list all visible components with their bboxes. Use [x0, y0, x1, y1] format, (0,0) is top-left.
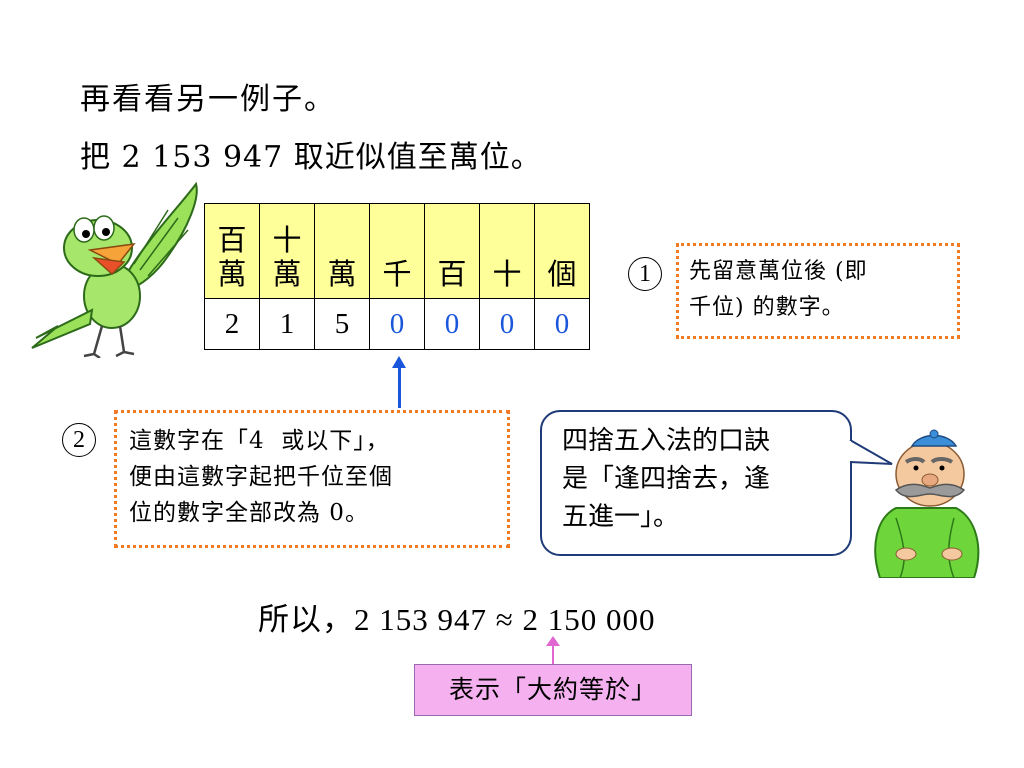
speech-line-3: 五進一」。	[562, 502, 680, 532]
table-value-row: 2 1 5 0 0 0 0	[204, 298, 590, 350]
speech-tail-icon	[848, 439, 893, 465]
step-2-line-1: 這數字在「4 或以下」，	[129, 428, 390, 454]
header-bottom: 千	[382, 259, 412, 291]
header-cell: 百	[424, 203, 480, 299]
blue-arrow-shaft	[398, 362, 401, 408]
old-man-illustration	[874, 429, 980, 578]
result-line: 所以，2 153 947 ≈ 2 150 000	[258, 594, 656, 639]
header-bottom: 萬	[327, 259, 357, 291]
table-header-row: 百萬 十萬 萬 千 百 十 個	[204, 203, 590, 299]
header-cell: 百萬	[204, 203, 260, 299]
step-2-line-3: 位的數字全部改為 0。	[129, 500, 369, 526]
header-bottom: 萬	[217, 259, 247, 291]
header-cell: 十萬	[259, 203, 315, 299]
header-cell: 萬	[314, 203, 370, 299]
intro-line-2: 把 2 153 947 取近似值至萬位。	[80, 140, 542, 175]
speech-line-2: 是「逢四捨去，逢	[562, 464, 771, 494]
step-1-line-2: 千位) 的數字。	[689, 295, 845, 320]
header-bottom: 個	[547, 259, 577, 291]
step-2-line-2: 便由這數字起把千位至個	[129, 464, 393, 490]
digit-cell: 0	[369, 298, 425, 350]
header-bottom: 百	[437, 259, 467, 291]
header-cell: 個	[534, 203, 590, 299]
place-value-table: 百萬 十萬 萬 千 百 十 個 2 1 5 0 0 0 0	[204, 203, 590, 350]
step-1-line-1: 先留意萬位後 (即	[689, 259, 868, 284]
header-cell: 千	[369, 203, 425, 299]
result-prefix: 所以，	[258, 602, 354, 638]
digit-cell: 0	[424, 298, 480, 350]
header-top: 百	[217, 225, 247, 257]
digit-cell: 2	[204, 298, 260, 350]
step-1-number: 1	[628, 257, 662, 291]
step-1-note: 先留意萬位後 (即 千位) 的數字。	[676, 243, 960, 339]
blue-arrow-head-icon	[392, 356, 406, 368]
speech-line-1: 四捨五入法的口訣	[562, 426, 771, 456]
header-bottom: 萬	[272, 259, 302, 291]
digit-cell: 5	[314, 298, 370, 350]
digit-cell: 0	[479, 298, 535, 350]
header-bottom: 十	[492, 259, 522, 291]
step-2-note: 這數字在「4 或以下」， 便由這數字起把千位至個 位的數字全部改為 0。	[114, 410, 510, 548]
header-cell: 十	[479, 203, 535, 299]
result-expression: 2 153 947 ≈ 2 150 000	[354, 602, 656, 637]
pink-arrow-shaft	[552, 640, 554, 664]
step-2-number: 2	[62, 423, 96, 457]
bird-illustration	[31, 181, 198, 358]
header-top: 十	[272, 225, 302, 257]
approx-meaning-box: 表示「大約等於」	[414, 664, 692, 716]
intro-line-1: 再看看另一例子。	[80, 82, 336, 117]
pink-arrow-head-icon	[546, 636, 560, 646]
digit-cell: 1	[259, 298, 315, 350]
speech-bubble: 四捨五入法的口訣 是「逢四捨去，逢 五進一」。	[540, 410, 852, 556]
digit-cell: 0	[534, 298, 590, 350]
